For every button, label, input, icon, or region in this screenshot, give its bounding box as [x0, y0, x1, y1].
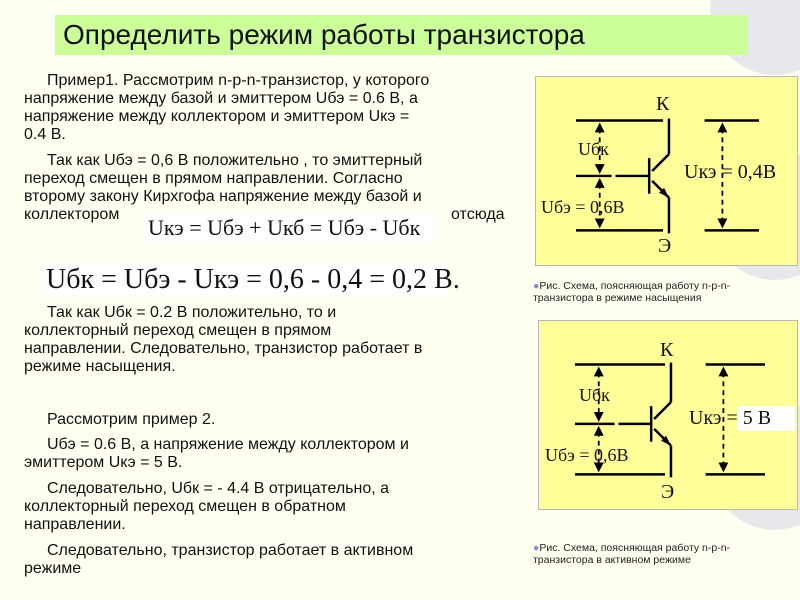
example2-given-line-2: эмиттером Uкэ = 5 В.: [24, 454, 183, 471]
ubk-label: Uбк: [578, 139, 609, 159]
example1-reason-line-2: переход смещен в прямом направлении. Сог…: [24, 170, 403, 187]
bullet-icon: ●: [533, 542, 540, 554]
example2-conclusion-line-2: режиме: [24, 560, 82, 577]
example1-line-2: напряжение между базой и эмиттером Uбэ =…: [24, 90, 418, 107]
example1-line-4: 0.4 В.: [24, 126, 66, 143]
transistor-circuit-svg: [575, 118, 760, 234]
example2-intro: Рассмотрим пример 2.: [47, 411, 216, 428]
example2-derivation-line-3: направлении.: [24, 516, 126, 533]
title-bar: Определить режим работы транзистора: [55, 15, 748, 55]
figure2-caption-line-1: ●Рис. Схема, поясняющая работу n-p-n-: [533, 542, 730, 554]
example1-reason-line-4-start: коллектором: [24, 206, 120, 223]
collector-label: К: [656, 93, 670, 115]
example1-line-1: Пример1. Рассмотрим n-p-n-транзистор, у …: [47, 72, 430, 89]
example1-reason-line-3: второму закону Кирхгофа напряжение между…: [24, 188, 422, 205]
example1-conclusion-line-2: коллекторный переход смещен в прямом: [24, 322, 332, 339]
example2-derivation-line-2: коллекторный переход смещен в обратном: [24, 498, 346, 515]
example1-conclusion-line-1: Так как Uбк = 0.2 В положительно, то и: [47, 304, 337, 321]
emitter-label: Э: [661, 481, 675, 503]
transistor-diagram-active: К Э Uбк Uбэ = 0,6В Uкэ = 5 В: [538, 320, 798, 510]
kirchhoff-formula: Uкэ = Uбэ + Uкб = Uбэ - Uбк: [144, 214, 436, 242]
figure1-caption-line-2: транзистора в режиме насыщения: [533, 292, 702, 304]
slide-title: Определить режим работы транзистора: [63, 19, 585, 50]
uke-label: Uкэ = 0,4В: [684, 161, 777, 183]
figure1-caption-line-1: ●Рис. Схема, поясняющая работу n-p-n-: [533, 280, 730, 292]
value-highlight-box: [737, 406, 795, 431]
example1-line-3: напряжение между коллектором и эмиттером…: [24, 108, 410, 125]
collector-label: К: [660, 339, 674, 361]
example2-derivation-line-1: Следовательно, Uбк = - 4.4 В отрицательн…: [47, 480, 390, 497]
figure2-caption-text-1: Рис. Схема, поясняющая работу n-p-n-: [539, 542, 731, 554]
ube-label: Uбэ = 0,6В: [541, 197, 625, 217]
example1-reason-line-4-end: отсюда: [451, 206, 505, 223]
example2-conclusion-line-1: Следовательно, транзистор работает в акт…: [47, 542, 414, 559]
transistor-circuit-svg-2: [574, 362, 765, 478]
example1-conclusion-line-3: направлении. Следовательно, транзистор р…: [24, 340, 423, 357]
uke-label: Uкэ = 5 В: [689, 407, 772, 429]
example2-given-line-1: Uбэ = 0.6 В, а напряжение между коллекто…: [47, 436, 409, 453]
example1-reason-line-1: Так как Uбэ = 0,6 В положительно , то эм…: [47, 152, 423, 169]
example1-conclusion-line-4: режиме насыщения.: [24, 358, 176, 375]
ubk-label: Uбк: [579, 385, 610, 405]
emitter-label: Э: [658, 235, 672, 257]
transistor-diagram-saturation: К Э Uбк Uбэ = 0,6В Uкэ = 0,4В: [535, 76, 798, 266]
ube-label: Uбэ = 0,6В: [545, 445, 629, 465]
bullet-icon: ●: [533, 280, 540, 292]
figure2-caption-line-2: транзистора в активном режиме: [533, 554, 691, 566]
figure1-caption-text-1: Рис. Схема, поясняющая работу n-p-n-: [539, 280, 731, 292]
result-formula: Uбк = Uбэ - Uкэ = 0,6 - 0,4 = 0,2 В.: [42, 264, 460, 296]
